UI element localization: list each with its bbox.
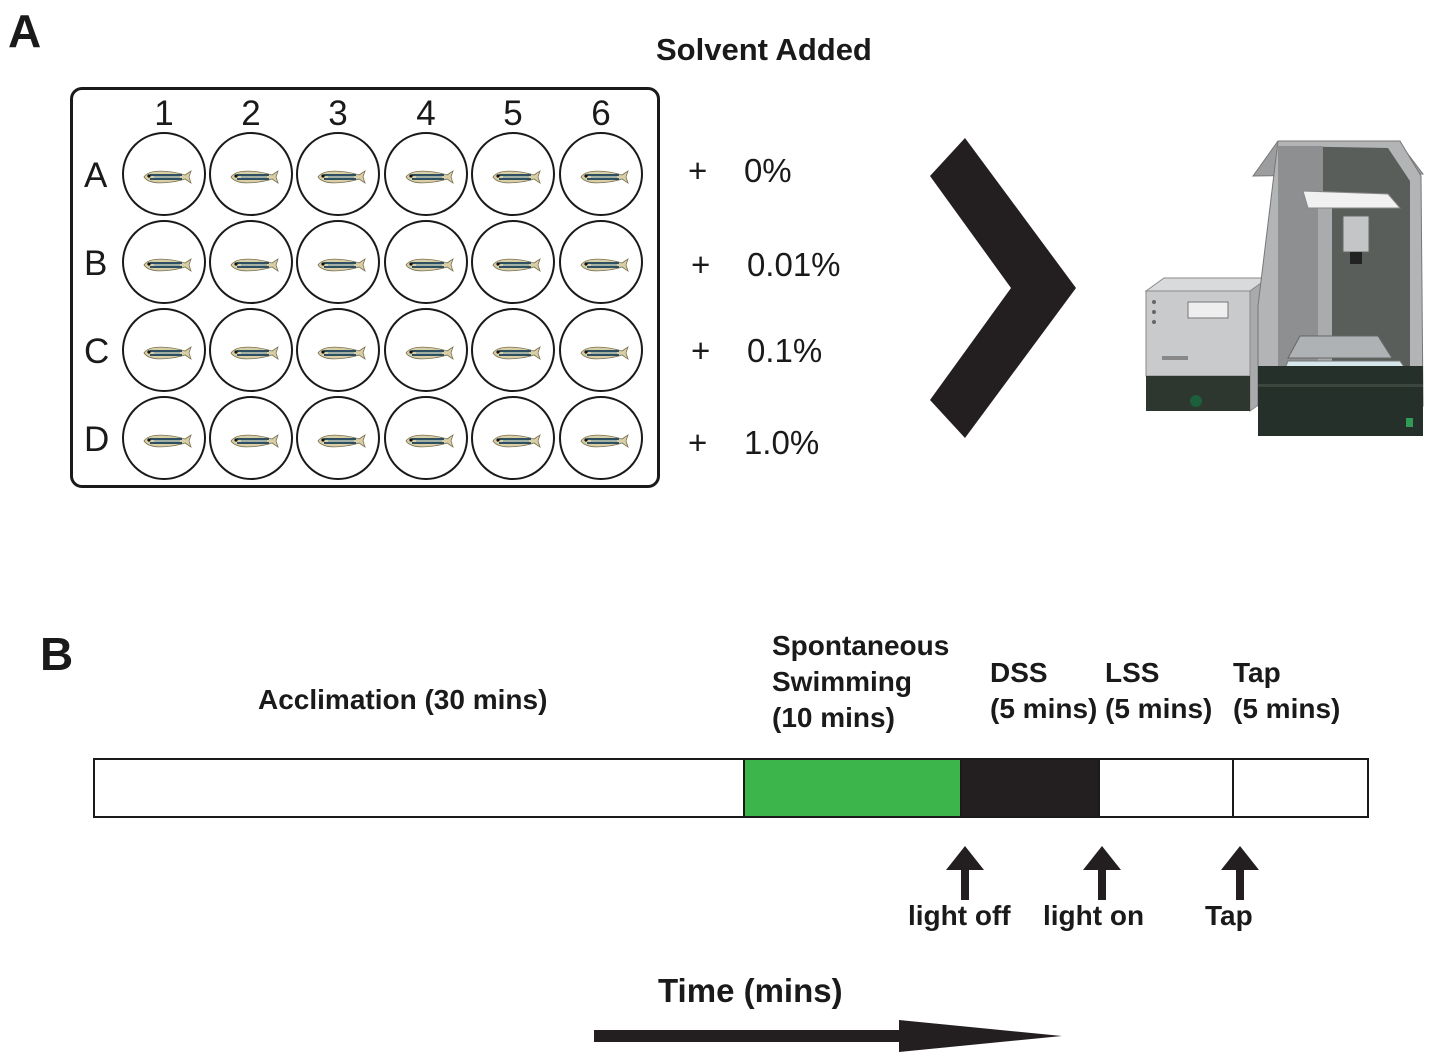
zebrafish-larva-icon [404,342,454,369]
spontaneous-swimming-label: Spontaneous Swimming (10 mins) [772,628,949,736]
phase-label-line: Swimming [772,666,913,697]
well [559,220,643,304]
zebrafish-larva-icon [404,254,454,281]
zebrafish-larva-icon [229,254,279,281]
well [209,220,293,304]
zebrafish-larva-icon [579,254,629,281]
well [122,308,206,392]
column-label: 2 [241,94,261,133]
event-light-on: light on [1043,900,1145,931]
well [122,396,206,480]
concentration-label: + 1.0% [688,424,820,461]
zebrafish-larva-icon [491,166,541,193]
phase-label-line: (5 mins) [1105,693,1213,724]
phase-label-line: (5 mins) [990,693,1098,724]
zebrafish-larva-icon [142,430,192,457]
zebrafish-larva-icon [316,254,366,281]
column-label: 1 [154,94,174,133]
zebrafish-larva-icon [491,430,541,457]
concentration-label: + 0.01% [691,246,841,283]
dss-label: DSS (5 mins) [990,655,1097,727]
zebrafish-larva-icon [142,342,192,369]
well [471,308,555,392]
zebrafish-larva-icon [229,430,279,457]
zebrafish-larva-icon [491,254,541,281]
panel-a-label: A [8,5,42,57]
zebrafish-larva-icon [316,342,366,369]
phase-label-line: (5 mins) [1233,693,1341,724]
tap-phase-label: Tap (5 mins) [1233,655,1340,727]
timeline-segment-dss [960,758,1100,818]
phase-label-line: LSS [1105,657,1160,688]
row-label: C [84,332,110,371]
column-label: 6 [591,94,611,133]
well [296,220,380,304]
timeline-segment-lss [1098,758,1234,818]
timeline-segment-acclimation [93,758,745,818]
well [209,132,293,216]
well [384,132,468,216]
concentration-label: + 0.1% [691,332,823,369]
zebrafish-larva-icon [404,430,454,457]
row-label: D [84,420,110,459]
well [471,220,555,304]
well [209,396,293,480]
column-label: 3 [328,94,348,133]
well [296,396,380,480]
row-label: A [84,156,108,195]
well [209,308,293,392]
well [296,308,380,392]
phase-label-line: Tap [1233,657,1281,688]
danio-vision-tracking-system-icon [1144,140,1424,436]
concentration-label: + 0% [688,152,792,189]
up-arrow-icon [1221,846,1259,900]
phase-label-line: (10 mins) [772,702,895,733]
event-tap: Tap [1205,900,1253,931]
time-axis-label: Time (mins) [658,972,843,1009]
zebrafish-larva-icon [229,342,279,369]
well [296,132,380,216]
event-light-off: light off [908,900,1011,931]
column-label: 4 [416,94,436,133]
well [384,308,468,392]
solvent-added-title: Solvent Added [656,32,872,67]
zebrafish-larva-icon [579,342,629,369]
row-label: B [84,244,108,283]
phase-label-line: Spontaneous [772,630,950,661]
acclimation-label: Acclimation (30 mins) [258,684,548,715]
zebrafish-larva-icon [142,166,192,193]
up-arrow-icon [946,846,984,900]
well [559,396,643,480]
zebrafish-larva-icon [316,166,366,193]
well [122,132,206,216]
well-plate [70,87,660,488]
lss-label: LSS (5 mins) [1105,655,1212,727]
panel-b-label: B [40,628,74,680]
well [559,132,643,216]
zebrafish-larva-icon [316,430,366,457]
timeline-segment-tap [1232,758,1369,818]
zebrafish-larva-icon [491,342,541,369]
zebrafish-larva-icon [404,166,454,193]
zebrafish-larva-icon [229,166,279,193]
phase-label-line: DSS [990,657,1048,688]
up-arrow-icon [1083,846,1121,900]
well [384,220,468,304]
well [471,396,555,480]
zebrafish-larva-icon [579,430,629,457]
time-arrow-icon [594,1020,1062,1052]
timeline-segment-spontaneous-swimming [743,758,962,818]
zebrafish-larva-icon [579,166,629,193]
well [122,220,206,304]
zebrafish-larva-icon [142,254,192,281]
column-label: 5 [503,94,523,133]
chevron-right-icon [930,138,1076,438]
well [384,396,468,480]
well [471,132,555,216]
well [559,308,643,392]
